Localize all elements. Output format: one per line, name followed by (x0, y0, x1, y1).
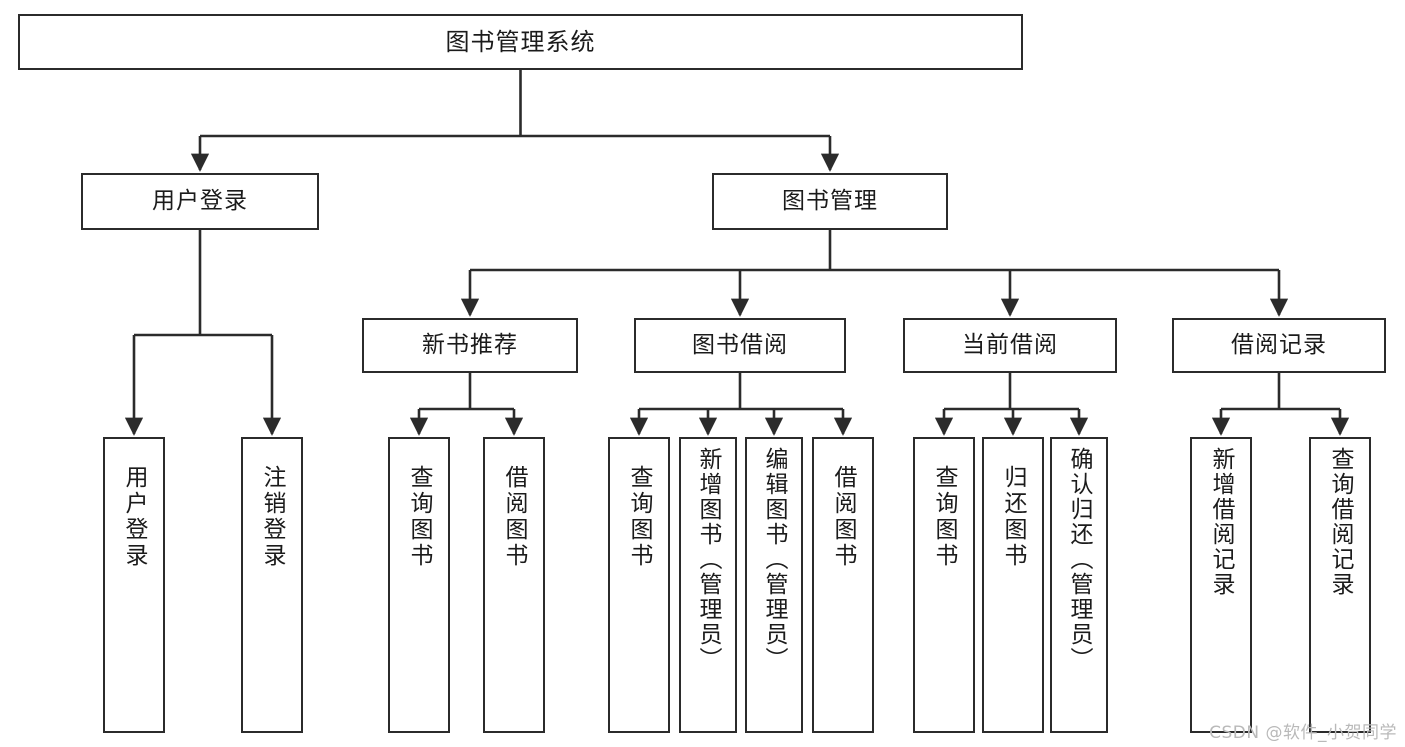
node-label-leaf-confirm-return: 确认归还（管理员） (1066, 447, 1093, 672)
node-leaf-user-logout[interactable]: 注销登录 (241, 437, 303, 733)
node-label-current-borrow: 当前借阅 (962, 331, 1058, 358)
node-label-leaf-borrow-book-1: 借阅图书 (501, 465, 528, 569)
node-leaf-borrow-book-2[interactable]: 借阅图书 (812, 437, 874, 733)
node-label-leaf-return-book: 归还图书 (1000, 465, 1027, 569)
node-label-leaf-user-logout: 注销登录 (259, 465, 286, 569)
node-leaf-add-record[interactable]: 新增借阅记录 (1190, 437, 1252, 733)
node-leaf-borrow-book-1[interactable]: 借阅图书 (483, 437, 545, 733)
node-label-leaf-edit-book: 编辑图书（管理员） (761, 447, 788, 672)
node-label-book-manage: 图书管理 (782, 187, 878, 214)
node-label-user-login: 用户登录 (152, 187, 248, 214)
node-leaf-user-login[interactable]: 用户登录 (103, 437, 165, 733)
node-leaf-return-book[interactable]: 归还图书 (982, 437, 1044, 733)
node-label-leaf-query-book-3: 查询图书 (931, 465, 958, 569)
node-borrow-record[interactable]: 借阅记录 (1172, 318, 1386, 373)
node-root[interactable]: 图书管理系统 (18, 14, 1023, 70)
node-leaf-query-book-1[interactable]: 查询图书 (388, 437, 450, 733)
node-label-leaf-query-record: 查询借阅记录 (1327, 447, 1354, 597)
node-new-book-rec[interactable]: 新书推荐 (362, 318, 578, 373)
node-book-manage[interactable]: 图书管理 (712, 173, 948, 230)
node-label-borrow-record: 借阅记录 (1231, 331, 1327, 358)
node-leaf-query-book-2[interactable]: 查询图书 (608, 437, 670, 733)
node-leaf-confirm-return[interactable]: 确认归还（管理员） (1050, 437, 1108, 733)
watermark-label: CSDN @软件_小贺同学 (1209, 723, 1397, 743)
node-leaf-query-record[interactable]: 查询借阅记录 (1309, 437, 1371, 733)
node-leaf-add-book[interactable]: 新增图书（管理员） (679, 437, 737, 733)
node-label-leaf-user-login: 用户登录 (121, 465, 148, 569)
node-current-borrow[interactable]: 当前借阅 (903, 318, 1117, 373)
node-user-login[interactable]: 用户登录 (81, 173, 319, 230)
node-leaf-edit-book[interactable]: 编辑图书（管理员） (745, 437, 803, 733)
node-label-leaf-query-book-2: 查询图书 (626, 465, 653, 569)
node-leaf-query-book-3[interactable]: 查询图书 (913, 437, 975, 733)
node-label-leaf-add-book: 新增图书（管理员） (695, 447, 722, 672)
node-label-leaf-borrow-book-2: 借阅图书 (830, 465, 857, 569)
node-label-new-book-rec: 新书推荐 (422, 331, 518, 358)
node-book-borrow[interactable]: 图书借阅 (634, 318, 846, 373)
node-label-root: 图书管理系统 (445, 27, 596, 56)
node-label-leaf-query-book-1: 查询图书 (406, 465, 433, 569)
node-label-book-borrow: 图书借阅 (692, 331, 788, 358)
node-label-leaf-add-record: 新增借阅记录 (1208, 447, 1235, 597)
